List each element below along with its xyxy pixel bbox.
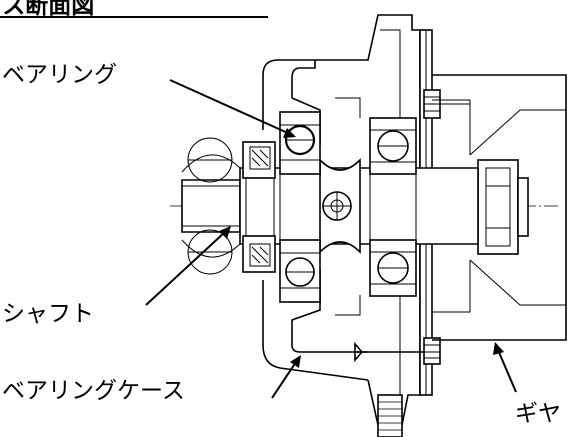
label-shaft: シャフト: [2, 301, 94, 327]
gear-body: [432, 74, 567, 341]
leader-shaft: [145, 231, 226, 306]
oil-seal: [242, 141, 276, 273]
label-bearing: ベアリング: [2, 62, 117, 88]
label-bearing-case: ベアリングケース: [2, 378, 185, 404]
diagram-title: ギアボックス断面図: [0, 0, 268, 19]
label-gear: ギヤ: [515, 401, 561, 427]
arrowhead-gear: [493, 342, 504, 355]
shaft: [181, 137, 479, 275]
callout-bearing: ベアリング: [2, 62, 296, 138]
gearbox-drawing: [170, 14, 567, 437]
left-bearing: [279, 111, 321, 303]
arrowhead-bearing: [283, 128, 296, 138]
shaft-end-nut: [517, 177, 529, 237]
lower-bolt: [354, 337, 441, 365]
diagram-title-text: ギアボックス断面図: [0, 0, 94, 19]
arrowhead-bearing-case: [290, 355, 301, 368]
leader-bearing-case: [271, 361, 297, 399]
mounting-foot: [377, 394, 403, 437]
gear-hub: [477, 159, 519, 255]
right-bearing: [369, 117, 417, 297]
upper-bolt: [423, 89, 470, 119]
leader-gear: [497, 349, 517, 393]
arrowhead-shaft: [219, 226, 231, 239]
callout-shaft: シャフト: [2, 226, 231, 327]
leader-bearing: [169, 79, 291, 135]
callout-bearing-case: ベアリングケース: [2, 355, 301, 404]
callout-gear: ギヤ: [493, 342, 561, 427]
